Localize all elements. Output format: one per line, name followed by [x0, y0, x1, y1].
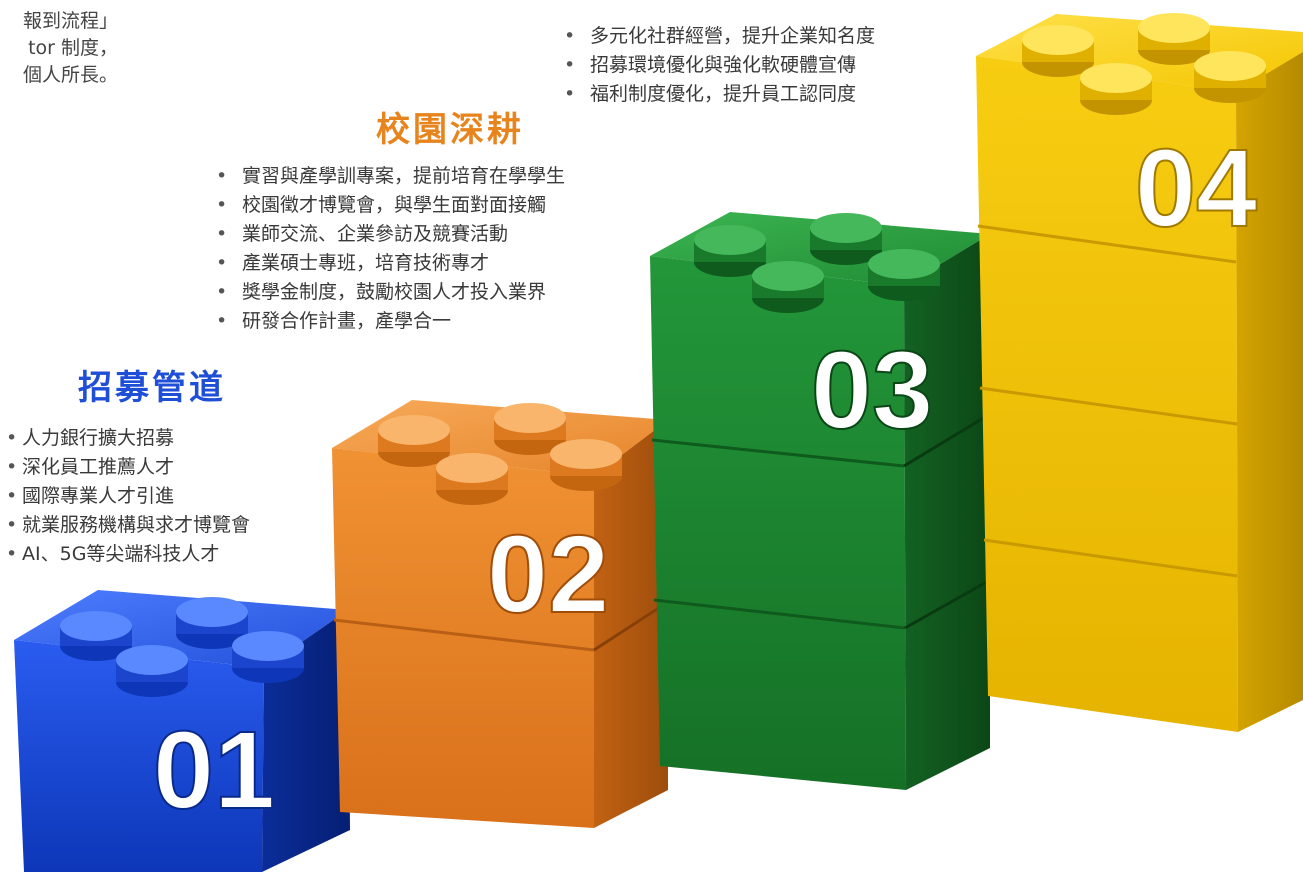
- brick-02-studs: [378, 403, 622, 505]
- intro-line-2: tor 制度，: [28, 37, 118, 59]
- brick-03-seam-side: [904, 578, 991, 630]
- brick-04-seam: [983, 538, 1238, 578]
- brick-03-number: 03: [811, 329, 933, 452]
- intro-text: 報到流程」 tor 制度， 個人所長。: [0, 8, 118, 89]
- brick-03: 03: [650, 212, 991, 790]
- brick-03-seam-side: [903, 412, 991, 468]
- brick-03-side: [904, 234, 990, 790]
- step-03-item: 多元化社群經營，提升企業知名度: [558, 22, 875, 51]
- step-02-item: 實習與產學訓專案，提前培育在學學生: [210, 162, 565, 191]
- brick-02-seam-side: [593, 600, 669, 652]
- step-01-item: AI、5G等尖端科技人才: [0, 540, 250, 569]
- brick-01: 01: [14, 590, 350, 872]
- brick-04-seam: [977, 224, 1237, 264]
- step-01-item: 國際專業人才引進: [0, 482, 250, 511]
- brick-04-seam: [979, 386, 1238, 426]
- brick-02-front: [332, 448, 594, 828]
- brick-03-seam: [651, 438, 905, 468]
- brick-03-seam: [653, 598, 906, 630]
- brick-01-number: 01: [153, 709, 275, 832]
- step-02-item: 獎學金制度，鼓勵校園人才投入業界: [210, 278, 565, 307]
- step-03-item: 福利制度優化，提升員工認同度: [558, 80, 875, 109]
- brick-04-number: 04: [1135, 127, 1257, 250]
- step-02-item: 產業碩士專班，培育技術專才: [210, 249, 565, 278]
- step-01-item: 深化員工推薦人才: [0, 453, 250, 482]
- brick-04-studs: [1022, 13, 1266, 115]
- intro-line-1: 報到流程」: [22, 10, 118, 32]
- brick-04: 04: [976, 13, 1303, 732]
- brick-03-front: [650, 256, 906, 790]
- brick-01-studs: [60, 597, 304, 697]
- step-01-item: 人力銀行擴大招募: [0, 424, 250, 453]
- step-02-item: 研發合作計畫，產學合一: [210, 307, 565, 336]
- brick-02-side: [594, 420, 668, 828]
- brick-01-front: [14, 640, 264, 872]
- step-03-list: 多元化社群經營，提升企業知名度 招募環境優化與強化軟硬體宣傳 福利制度優化，提升…: [558, 22, 875, 109]
- step-01-list: 人力銀行擴大招募 深化員工推薦人才 國際專業人才引進 就業服務機構與求才博覽會 …: [0, 424, 250, 569]
- brick-02-number: 02: [487, 513, 609, 636]
- step-03-item: 招募環境優化與強化軟硬體宣傳: [558, 51, 875, 80]
- brick-04-side: [1236, 52, 1303, 732]
- step-02-list: 實習與產學訓專案，提前培育在學學生 校園徵才博覽會，與學生面對面接觸 業師交流、…: [210, 162, 565, 336]
- brick-04-front: [976, 56, 1238, 732]
- brick-02: 02: [332, 400, 669, 828]
- step-02-title: 校園深耕: [376, 110, 524, 150]
- step-02-item: 校園徵才博覽會，與學生面對面接觸: [210, 191, 565, 220]
- step-02-item: 業師交流、企業參訪及競賽活動: [210, 220, 565, 249]
- brick-03-studs: [694, 213, 940, 313]
- step-01-title: 招募管道: [78, 368, 226, 408]
- step-01-item: 就業服務機構與求才博覽會: [0, 511, 250, 540]
- intro-line-3: 個人所長。: [22, 64, 118, 86]
- brick-02-seam: [333, 618, 595, 652]
